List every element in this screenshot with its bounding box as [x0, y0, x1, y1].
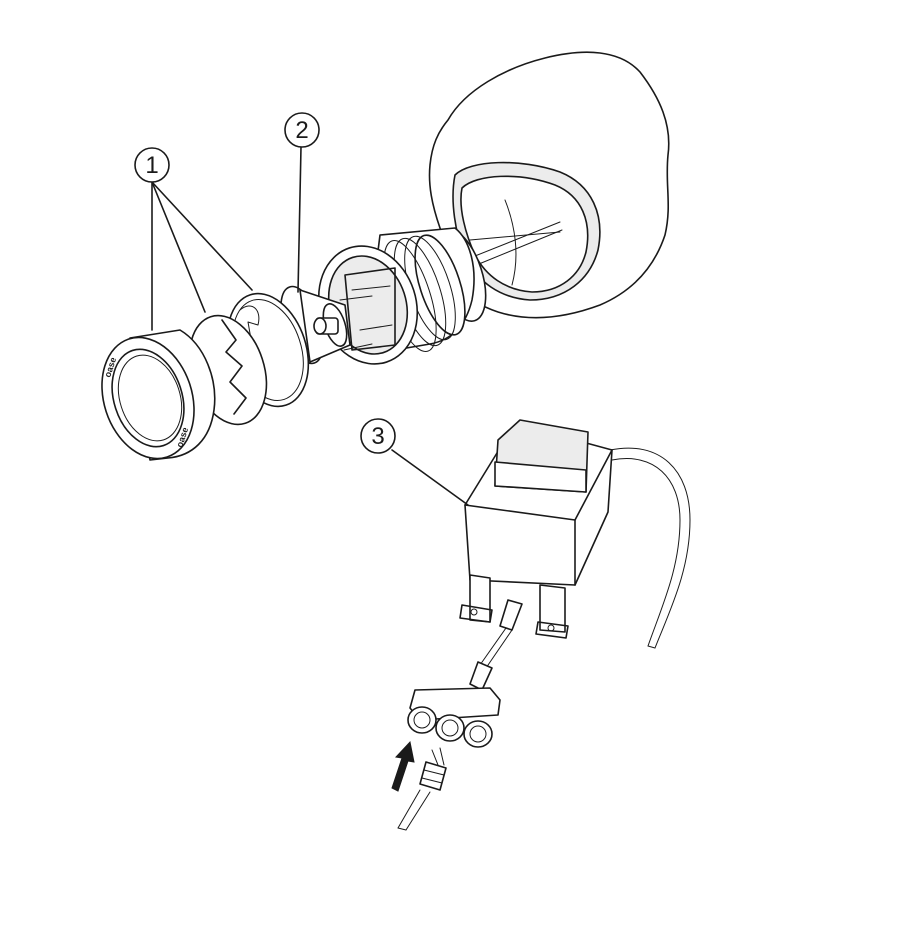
connector-plug	[397, 747, 447, 831]
callout-2: 2	[284, 112, 320, 293]
callout-2-label: 2	[295, 117, 308, 144]
reflector-bulb	[280, 285, 373, 365]
callout-3: 3	[360, 418, 469, 506]
callout-1: 1	[134, 147, 253, 331]
lamp-housing	[317, 221, 563, 365]
transformer	[459, 419, 691, 649]
callout-1-label: 1	[145, 152, 158, 179]
front-cover: oase oase	[101, 329, 216, 461]
splitter-sockets	[407, 706, 493, 748]
callout-3-label: 3	[371, 423, 384, 450]
insert-arrow	[391, 740, 415, 792]
